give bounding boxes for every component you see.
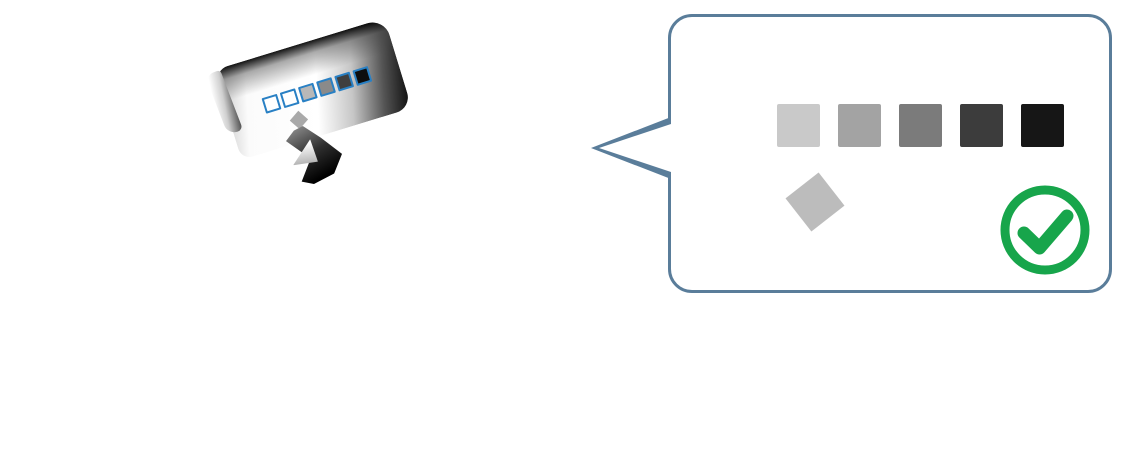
sheet-grayscale-patch xyxy=(297,82,318,103)
callout-grayscale-patch xyxy=(960,104,1003,147)
checkmark-ring xyxy=(1000,185,1090,275)
magnifier-callout xyxy=(591,14,1112,293)
callout-grayscale-patch xyxy=(838,104,881,147)
callout-grayscale-patch xyxy=(777,104,820,147)
callout-grayscale-patch xyxy=(899,104,942,147)
callout-diamond-marker xyxy=(785,172,845,232)
sheet-patch-row xyxy=(261,66,373,114)
callout-grayscale-patch xyxy=(1021,104,1064,147)
callout-tail-fill xyxy=(599,122,677,174)
callout-patch-row xyxy=(777,104,1064,147)
sheet-grayscale-patch xyxy=(316,77,337,98)
checkmark-icon xyxy=(998,183,1092,277)
sheet-diamond-marker xyxy=(289,110,309,130)
checkmark-stroke xyxy=(1017,209,1074,255)
sheet-grayscale-patch xyxy=(261,93,282,114)
sheet-grayscale-patch xyxy=(279,88,300,109)
checkmark-svg xyxy=(1000,185,1090,275)
sheet-grayscale-patch xyxy=(334,71,355,92)
sheet-grayscale-patch xyxy=(352,66,373,86)
